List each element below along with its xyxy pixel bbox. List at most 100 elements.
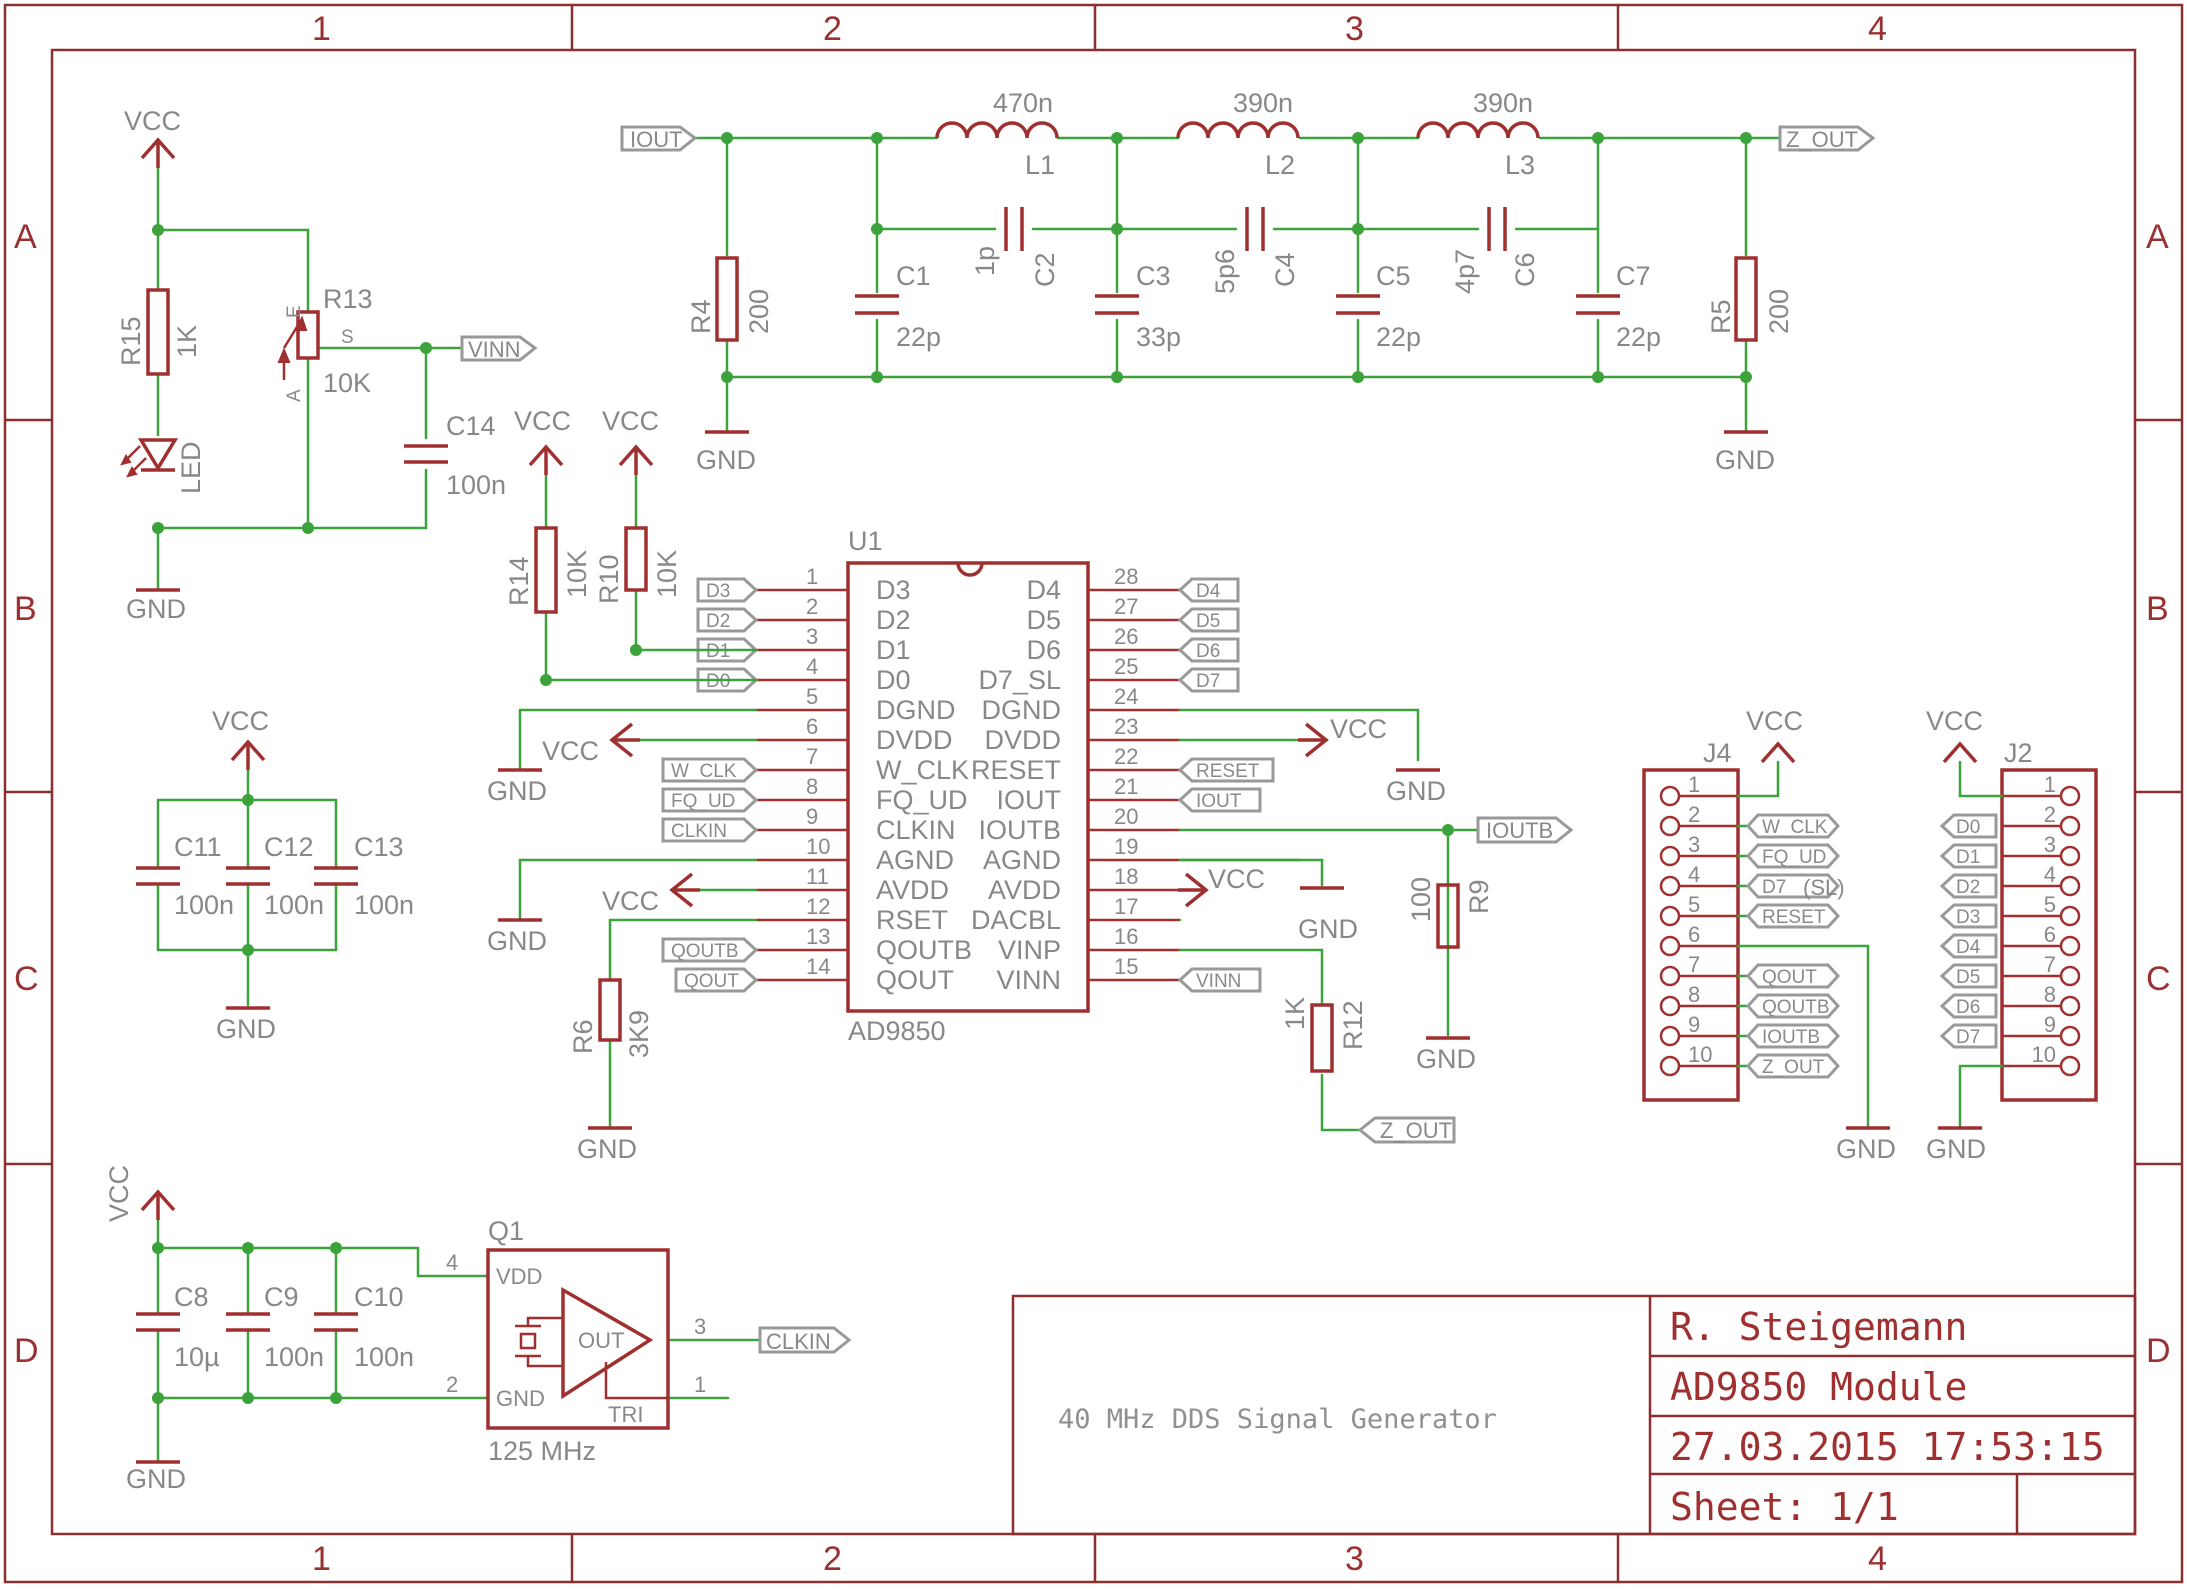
resistor-r4: R4 200 bbox=[686, 256, 774, 342]
j2-port-label: D7 bbox=[1956, 1027, 1980, 1048]
c7-name: C7 bbox=[1616, 261, 1651, 291]
gnd-symbol-j2: GND bbox=[1926, 1126, 1986, 1164]
resistor-r14: R14 10K bbox=[504, 526, 592, 614]
r12-name: R12 bbox=[1338, 1000, 1368, 1050]
j4-pin-circle bbox=[1659, 875, 1681, 897]
j2-port-label: D0 bbox=[1956, 817, 1980, 838]
capacitor-c14: C14 100n bbox=[404, 411, 506, 500]
j4-pin-circle bbox=[1659, 1025, 1681, 1047]
j2-port-tag bbox=[1939, 843, 1998, 869]
c6-name: C6 bbox=[1510, 252, 1540, 287]
q1-pin-gnd: GND bbox=[496, 1386, 545, 1411]
gnd-symbol-j4: GND bbox=[1836, 1126, 1896, 1164]
c9-name: C9 bbox=[264, 1282, 299, 1312]
vcc-symbol-decoupling: VCC bbox=[212, 706, 269, 770]
ic-port-label: IOUT bbox=[1196, 791, 1242, 812]
r5-name: R5 bbox=[1706, 299, 1736, 334]
r13-value: 10K bbox=[323, 368, 371, 398]
svg-text:GND: GND bbox=[126, 594, 186, 624]
frame-col-3-bottom: 3 bbox=[1345, 1540, 1364, 1578]
l2-value: 390n bbox=[1233, 88, 1293, 118]
svg-text:GND: GND bbox=[126, 1464, 186, 1494]
ic-pin-name: D4 bbox=[1026, 575, 1061, 605]
resistor-r6: R6 3K9 bbox=[568, 978, 654, 1058]
j4-sl-note: (SL) bbox=[1803, 875, 1845, 900]
q1-pinnum-gnd: 2 bbox=[446, 1372, 458, 1397]
potentiometer-r13: R13 10K E S A bbox=[277, 284, 373, 402]
ic-pin-name: CLKIN bbox=[876, 815, 956, 845]
ic-port-label: D5 bbox=[1196, 611, 1220, 632]
j2-port-label: D3 bbox=[1956, 907, 1980, 928]
j2-pin-circle bbox=[2059, 875, 2081, 897]
ic-pin-number: 19 bbox=[1114, 834, 1138, 859]
ic-pin-name: AGND bbox=[983, 845, 1061, 875]
ic-left-wiring: GND VCC GND VCC R6 3K9 GND bbox=[487, 708, 758, 1164]
datetime-label: 27.03.2015 17:53:15 bbox=[1670, 1425, 2105, 1469]
gnd-symbol-ic-agnd-left: GND bbox=[487, 918, 547, 956]
svg-text:GND: GND bbox=[1836, 1134, 1896, 1164]
ic-pin-number: 4 bbox=[806, 654, 818, 679]
c2-value: 1p bbox=[970, 246, 1000, 276]
c11-name: C11 bbox=[174, 832, 222, 862]
vcc-symbol-led: VCC bbox=[124, 106, 181, 168]
j2-pin-number: 3 bbox=[2044, 832, 2056, 857]
j4-port-tag bbox=[1745, 873, 1841, 899]
gnd-symbol-filter-left: GND bbox=[696, 430, 756, 475]
ic-port-tag bbox=[1177, 577, 1240, 603]
ic-pin-name: D3 bbox=[876, 575, 911, 605]
vcc-symbol-ic-avdd-left: VCC bbox=[602, 872, 700, 916]
vcc-symbol-j4: VCC bbox=[1746, 706, 1803, 764]
ic-pin-number: 1 bbox=[806, 564, 818, 589]
j2-pin-number: 10 bbox=[2032, 1042, 2056, 1067]
r15-value: 1K bbox=[172, 325, 202, 358]
r4-name: R4 bbox=[686, 299, 716, 334]
lc-filter: IOUT Z_OUT 470n L1 390n L2 390n L3 R4 20… bbox=[620, 88, 1876, 475]
ic-port-tag bbox=[1177, 607, 1240, 633]
capacitor-c10: C10 100n bbox=[314, 1282, 414, 1372]
gnd-symbol-osc: GND bbox=[126, 1460, 186, 1494]
ic-pin-name: DVDD bbox=[984, 725, 1061, 755]
frame-row-b-left: B bbox=[14, 590, 37, 628]
r14-value: 10K bbox=[562, 550, 592, 598]
vcc-symbol-r14: VCC bbox=[514, 406, 571, 475]
j4-pin-circle bbox=[1659, 815, 1681, 837]
ic-port-tag bbox=[1177, 667, 1240, 693]
j2-port-tag bbox=[1939, 993, 1998, 1019]
ic-pin-number: 2 bbox=[806, 594, 818, 619]
svg-text:VCC: VCC bbox=[542, 736, 599, 766]
ic-pin-name: QOUT bbox=[876, 965, 954, 995]
c4-name: C4 bbox=[1270, 252, 1300, 287]
ic-pin-number: 18 bbox=[1114, 864, 1138, 889]
q1-pinnum-out: 3 bbox=[694, 1314, 706, 1339]
port-ioutb bbox=[1476, 816, 1574, 844]
j2-port-label: D6 bbox=[1956, 997, 1980, 1018]
ic-pin-name: DVDD bbox=[876, 725, 953, 755]
ic-port-label: W_CLK bbox=[671, 761, 737, 782]
frame-col-2-top: 2 bbox=[823, 10, 842, 48]
ic-pin-name: AGND bbox=[876, 845, 954, 875]
ic-port-tag bbox=[674, 967, 759, 993]
frame-col-1-bottom: 1 bbox=[312, 1540, 331, 1578]
ic-pin-number: 5 bbox=[806, 684, 818, 709]
port-vinn-pot bbox=[460, 335, 538, 362]
c2-name: C2 bbox=[1030, 252, 1060, 287]
port-zout-output bbox=[1778, 125, 1876, 152]
ic-port-tag bbox=[1177, 637, 1240, 663]
ic-pin-name: QOUTB bbox=[876, 935, 972, 965]
description-label: 40 MHz DDS Signal Generator bbox=[1058, 1404, 1497, 1435]
j4-port-label: FQ_UD bbox=[1762, 847, 1826, 868]
j2-pin-circle bbox=[2059, 845, 2081, 867]
j2-pin-number: 4 bbox=[2044, 862, 2056, 887]
ic-pin-number: 12 bbox=[806, 894, 830, 919]
ic-port-label: D4 bbox=[1196, 581, 1221, 602]
r13-pin-s: S bbox=[341, 327, 354, 348]
port-iout-input bbox=[620, 125, 698, 152]
r4-value: 200 bbox=[744, 289, 774, 334]
gnd-symbol-decoupling: GND bbox=[216, 1006, 276, 1044]
r6-value: 3K9 bbox=[624, 1010, 654, 1058]
vcc-symbol-osc: VCC bbox=[104, 1165, 176, 1222]
svg-text:GND: GND bbox=[1386, 776, 1446, 806]
ic-port-label: QOUTB bbox=[671, 941, 739, 962]
